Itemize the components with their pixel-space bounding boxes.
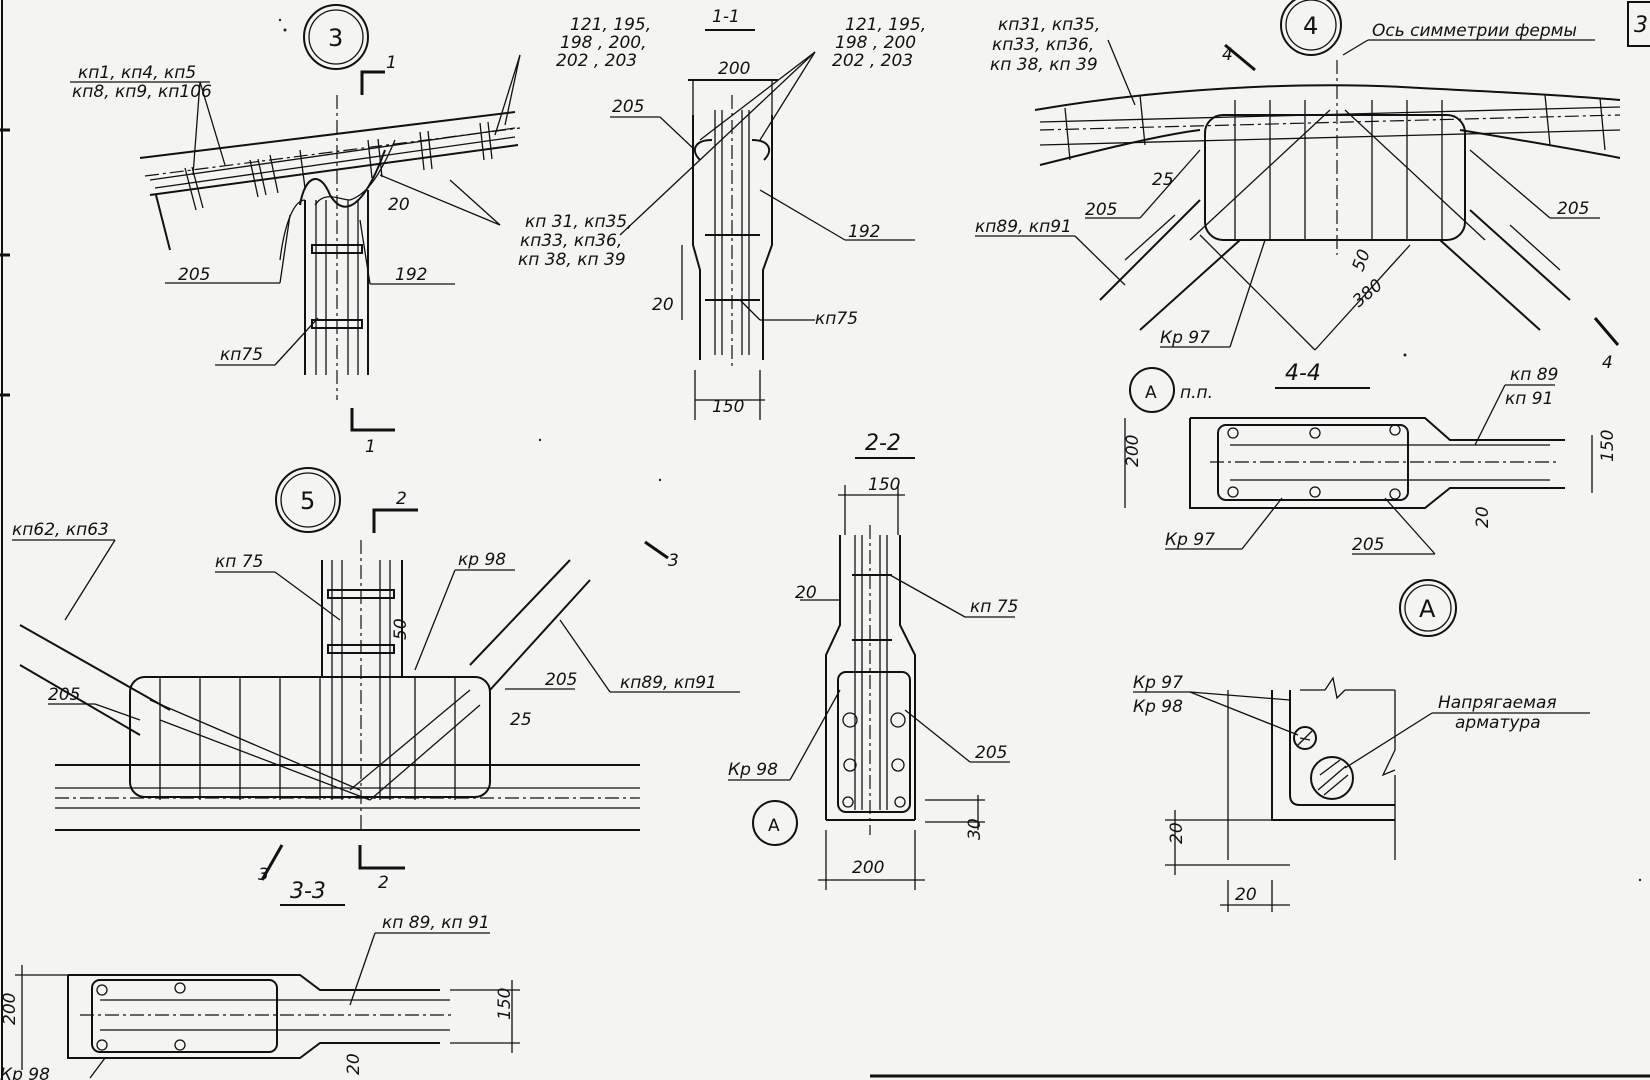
drawing-label-node4-section-mark: 4 xyxy=(1222,45,1233,65)
drawing-label-sec11-label-top-1: 121, 195, xyxy=(845,15,926,35)
detail-a-drawing: А Кр 97 Кр 98 Напрягаемая арматура 20 20 xyxy=(1133,579,1590,912)
detail-a-marker: А xyxy=(1419,595,1436,623)
drawing-label-node3-label-top-right-3: 202 , 203 xyxy=(556,51,637,71)
node-4-drawing: 4 Ось симметрии фермы кп31, кп35, кп33, … xyxy=(975,0,1621,373)
drawing-label-node3-label-chord-3: кп 38, кп 39 xyxy=(518,250,626,270)
drawing-label-sec22-label-kp75: кп 75 xyxy=(970,597,1018,617)
drawing-label-node4-label-kp89: кп89, кп91 xyxy=(975,217,1072,237)
drawing-label-node4-dim-25: 25 xyxy=(1152,170,1174,190)
drawing-label-node5-label-kp75: кп 75 xyxy=(215,552,263,572)
drawing-label-node3-label-top-right-2: 198 , 200, xyxy=(560,33,647,53)
drawing-label-sec44-marker-note: п.п. xyxy=(1180,383,1213,403)
section-4-4-drawing: 4-4 А п.п. 200 150 20 кп 89 кп 91 Кр 97 … xyxy=(1123,361,1618,555)
drawing-label-node5-dim-50: 50 xyxy=(391,618,411,640)
drawing-label-node3-label-192: 192 xyxy=(395,265,427,285)
drawing-label-node3-dim-20: 20 xyxy=(388,195,410,215)
drawing-label-sec22-dim-150: 150 xyxy=(868,475,900,495)
drawing-label-sec44-title: 4-4 xyxy=(1285,361,1321,386)
drawing-label-node5-label-kp62: кп62, кп63 xyxy=(12,520,109,540)
drawing-label-node4-axis-label: Ось симметрии фермы xyxy=(1372,21,1577,41)
drawing-label-sec11-label-top-2: 198 , 200 xyxy=(835,33,916,53)
drawing-label-detailA-dim-20-h: 20 xyxy=(1235,885,1257,905)
drawing-label-sec22-title: 2-2 xyxy=(865,431,901,456)
section-1-1-drawing: 1-1 200 150 205 192 20 кп75 121, xyxy=(610,7,926,420)
drawing-label-sec22-dim-30: 30 xyxy=(965,818,985,840)
drawing-label-sec11-dim-150: 150 xyxy=(712,397,744,417)
node-3-marker: 3 xyxy=(328,24,343,52)
drawing-label-node5-section-mark-2: 2 xyxy=(378,873,389,893)
drawing-label-node3-label-205: 205 xyxy=(178,265,210,285)
drawing-label-sec44-label-205: 205 xyxy=(1352,535,1384,555)
drawing-label-detailA-label-kr98: Кр 98 xyxy=(1133,697,1183,717)
drawing-label-sec11-title: 1-1 xyxy=(712,7,740,27)
drawing-label-node5-label-205-left: 205 xyxy=(48,685,80,705)
drawing-label-sec44-label-kr97: Кр 97 xyxy=(1165,530,1215,550)
drawing-label-node5-label-205-right: 205 xyxy=(545,670,577,690)
drawing-label-sec11-dim-200: 200 xyxy=(718,59,750,79)
node-5-marker: 5 xyxy=(300,487,315,515)
drawing-label-node5-section-mark-3: 3 xyxy=(258,865,269,885)
drawing-label-sec44-marker: А xyxy=(1145,383,1157,403)
node-4-marker: 4 xyxy=(1303,12,1318,40)
drawing-label-sec22-label-kr98: Кр 98 xyxy=(728,760,778,780)
drawing-label-sec11-label-kp75: кп75 xyxy=(815,309,858,329)
drawing-label-node4-label-205-right: 205 xyxy=(1557,199,1589,219)
sheet-number: 3 xyxy=(1634,13,1648,38)
drawing-label-node3-section-mark: 1 xyxy=(386,53,397,73)
drawing-label-node3-label-kp75: кп75 xyxy=(220,345,263,365)
section-2-2-drawing: 2-2 150 20 кп 75 Кр 98 205 А xyxy=(728,431,1018,890)
drawing-label-node4-label-kr97: Кр 97 xyxy=(1160,328,1210,348)
drawing-label-node3-label-top-right-1: 121, 195, xyxy=(570,15,651,35)
drawing-label-sec33-dim-150: 150 xyxy=(495,988,515,1020)
drawing-label-sec11-label-top-3: 202 , 203 xyxy=(832,51,913,71)
drawing-label-node3-label-bars-left-2: кп8, кп9, кп106 xyxy=(72,82,212,102)
drawing-label-node4-label-chord-1: кп31, кп35, xyxy=(998,15,1100,35)
drawing-label-sec22-label-205: 205 xyxy=(975,743,1007,763)
drawing-label-node4-label-chord-2: кп33, кп36, xyxy=(992,35,1094,55)
drawing-label-sec11-label-192: 192 xyxy=(848,222,880,242)
drawing-label-sec33-dim-20: 20 xyxy=(344,1053,364,1075)
drawing-label-node5-label-kr98: кр 98 xyxy=(458,550,506,570)
node-5-drawing: 5 2 2 3 3 xyxy=(12,467,740,893)
drawing-label-node5-section-mark-2: 2 xyxy=(396,489,407,509)
drawing-label-detailA-label-kr97: Кр 97 xyxy=(1133,673,1183,693)
drawing-label-node3-label-chord-1: кп 31, кп35, xyxy=(525,212,633,232)
drawing-label-node4-section-mark: 4 xyxy=(1602,353,1613,373)
drawing-label-node3-label-chord-2: кп33, кп36, xyxy=(520,231,622,251)
scan-specks xyxy=(278,18,1642,882)
drawing-label-sec11-label-205: 205 xyxy=(612,97,644,117)
drawing-label-node5-section-mark-3: 3 xyxy=(668,551,679,571)
drawing-label-node5-dim-25: 25 xyxy=(510,710,532,730)
drawing-label-node5-label-kp89: кп89, кп91 xyxy=(620,673,717,693)
drawing-label-node3-label-bars-left-1: кп1, кп4, кп5 xyxy=(78,63,196,83)
drawing-label-node3-section-mark: 1 xyxy=(365,437,376,457)
drawing-label-sec44-label-kp89-2: кп 91 xyxy=(1505,389,1553,409)
drawing-label-detailA-dim-20-v: 20 xyxy=(1167,822,1187,844)
drawing-label-sec44-label-kp89-1: кп 89 xyxy=(1510,365,1558,385)
drawing-label-sec44-dim-150: 150 xyxy=(1598,430,1618,462)
drawing-label-sec33-dim-200: 200 xyxy=(0,993,20,1025)
drawing-label-sec22-dim-20: 20 xyxy=(795,583,817,603)
section-3-3-drawing: 3-3 200 150 20 кп 89, кп 91 Кр 98 xyxy=(0,879,520,1080)
drawing-label-node4-label-chord-3: кп 38, кп 39 xyxy=(990,55,1098,75)
drawing-label-sec22-dim-200: 200 xyxy=(852,858,884,878)
drawing-label-sec44-dim-200: 200 xyxy=(1123,435,1143,467)
drawing-label-detailA-prestressed-1: Напрягаемая xyxy=(1438,693,1557,713)
drawing-label-node4-dim-50: 50 xyxy=(1349,247,1375,274)
drawing-label-sec22-marker: А xyxy=(768,816,780,836)
drawing-label-sec11-dim-20: 20 xyxy=(652,295,674,315)
drawing-label-sec33-label-kp89: кп 89, кп 91 xyxy=(382,913,490,933)
drawing-label-sec33-title: 3-3 xyxy=(290,879,326,904)
drawing-label-node4-label-205-left: 205 xyxy=(1085,200,1117,220)
node-3-drawing: 3 1 1 xyxy=(70,4,651,457)
drawing-label-sec44-dim-20: 20 xyxy=(1473,506,1493,528)
drawing-label-sec33-label-kr: Кр 98 xyxy=(0,1065,50,1080)
drawing-label-detailA-prestressed-2: арматура xyxy=(1455,713,1541,733)
